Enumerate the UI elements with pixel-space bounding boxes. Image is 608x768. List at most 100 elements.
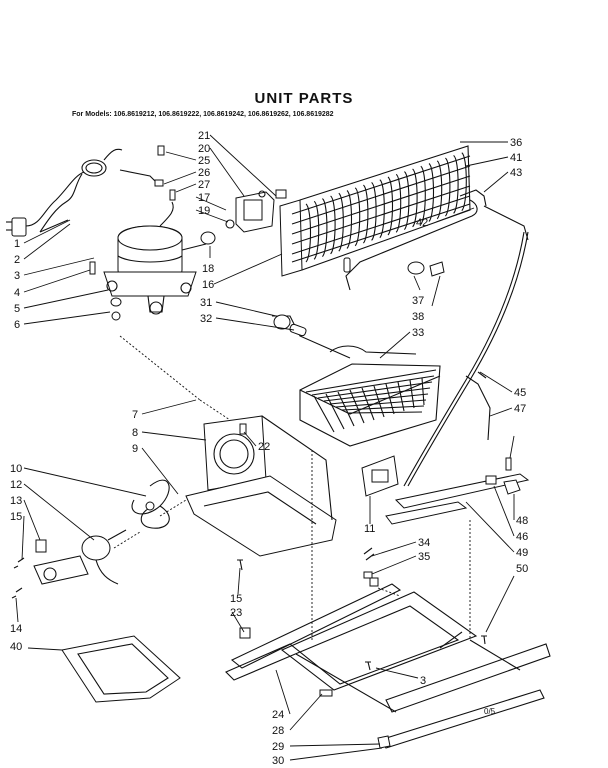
callout-42: 42 (416, 217, 428, 229)
evaporator-tube (329, 393, 429, 405)
defrost-components (385, 375, 530, 525)
callout-14: 14 (10, 623, 22, 635)
callout-46: 46 (516, 531, 528, 543)
compressor (103, 201, 207, 315)
relay-overload (225, 189, 287, 233)
callout-38: 38 (412, 311, 424, 323)
callout-5: 5 (14, 303, 20, 315)
condenser-fin (420, 165, 426, 225)
compressor-mounts (89, 145, 216, 321)
callout-32: 32 (200, 313, 212, 325)
condenser-fin (395, 173, 402, 233)
callout-35: 35 (418, 551, 430, 563)
callout-47: 47 (514, 403, 526, 415)
evaporator-tube (335, 399, 427, 408)
callout-12: 12 (10, 479, 22, 491)
callout-22: 22 (258, 441, 270, 453)
callout-20: 20 (198, 143, 210, 155)
callout-9: 9 (132, 443, 138, 455)
callout-50: 50 (516, 563, 528, 575)
callout-13: 13 (10, 495, 22, 507)
condenser-coil (279, 145, 529, 291)
evaporator-tube (341, 405, 425, 411)
evaporator (299, 345, 441, 447)
fan-shroud (185, 415, 337, 557)
condenser-fin (403, 171, 410, 230)
filter-drier (407, 261, 445, 277)
callout-24: 24 (272, 709, 284, 721)
model-list: For Models: 106.8619212, 106.8619222, 10… (72, 111, 334, 118)
condenser-fin (313, 200, 320, 260)
bracket-heater (361, 455, 399, 497)
condenser-fin (338, 192, 344, 252)
callout-30: 30 (272, 755, 284, 767)
suction-tubing (272, 314, 351, 359)
condenser-fin (428, 163, 435, 222)
callout-27: 27 (198, 179, 210, 191)
evaporator-fin (313, 395, 335, 433)
fan-motor (33, 529, 127, 585)
callout-17: 17 (198, 192, 210, 204)
callout-7: 7 (132, 409, 138, 421)
evaporator-fin (397, 381, 405, 412)
fan-blade (131, 479, 170, 529)
callout-36: 36 (510, 137, 522, 149)
callout-37: 37 (412, 295, 424, 307)
power-cord (6, 148, 123, 237)
diagram-title: UNIT PARTS (254, 90, 354, 107)
evaporator-fin (409, 379, 415, 409)
evaporator-fin (349, 389, 365, 424)
condenser-fin (379, 179, 385, 239)
callout-18: 18 (202, 263, 214, 275)
evaporator-fin (337, 391, 355, 427)
callout-4: 4 (14, 287, 20, 299)
evaporator-tube (347, 411, 423, 414)
callout-15-left: 15 (10, 511, 22, 523)
callout-3: 3 (14, 270, 20, 282)
callout-45: 45 (514, 387, 526, 399)
condenser-fin (354, 187, 361, 247)
callout-26: 26 (198, 167, 210, 179)
callout-43: 43 (510, 167, 522, 179)
condenser-fin (444, 157, 451, 217)
callout-8: 8 (132, 427, 138, 439)
callout-11: 11 (364, 523, 375, 535)
callout-6: 6 (14, 319, 20, 331)
condenser-fin (453, 154, 459, 214)
callout-labels: 1 2 3 4 5 6 7 8 9 10 12 13 15 14 40 21 2… (10, 130, 528, 767)
condenser-fin (346, 190, 353, 249)
callout-3-bottom: 3 (420, 675, 426, 687)
callout-49: 49 (516, 547, 528, 559)
evaporator-fin (373, 385, 385, 418)
condenser-fin (330, 195, 336, 255)
callout-25: 25 (198, 155, 210, 167)
page-code: 0/5 (484, 707, 496, 716)
condenser-fin (305, 203, 312, 263)
evaporator-tube (311, 375, 435, 396)
callout-23: 23 (230, 607, 242, 619)
evaporator-fin (361, 387, 375, 421)
callout-15-bottom: 15 (230, 593, 242, 605)
condenser-fin (321, 198, 328, 257)
drain-pan (61, 635, 181, 703)
callout-10: 10 (10, 463, 22, 475)
condenser-fin (412, 168, 418, 228)
routing-lines (113, 335, 471, 640)
callout-16: 16 (202, 279, 214, 291)
callout-34: 34 (418, 537, 430, 549)
callout-21: 21 (198, 130, 210, 142)
condenser-fin (371, 181, 377, 241)
callout-48: 48 (516, 515, 528, 527)
callout-2: 2 (14, 254, 20, 266)
condenser-fin (387, 176, 394, 236)
base-frame (225, 577, 551, 749)
callout-40: 40 (10, 641, 22, 653)
evaporator-fin (421, 377, 425, 406)
screws (11, 371, 487, 671)
callout-19: 19 (198, 205, 210, 217)
evaporator-fin (385, 383, 395, 415)
capillary-tube (403, 231, 529, 487)
condenser-fin (436, 160, 443, 220)
condenser-fin (461, 152, 467, 212)
